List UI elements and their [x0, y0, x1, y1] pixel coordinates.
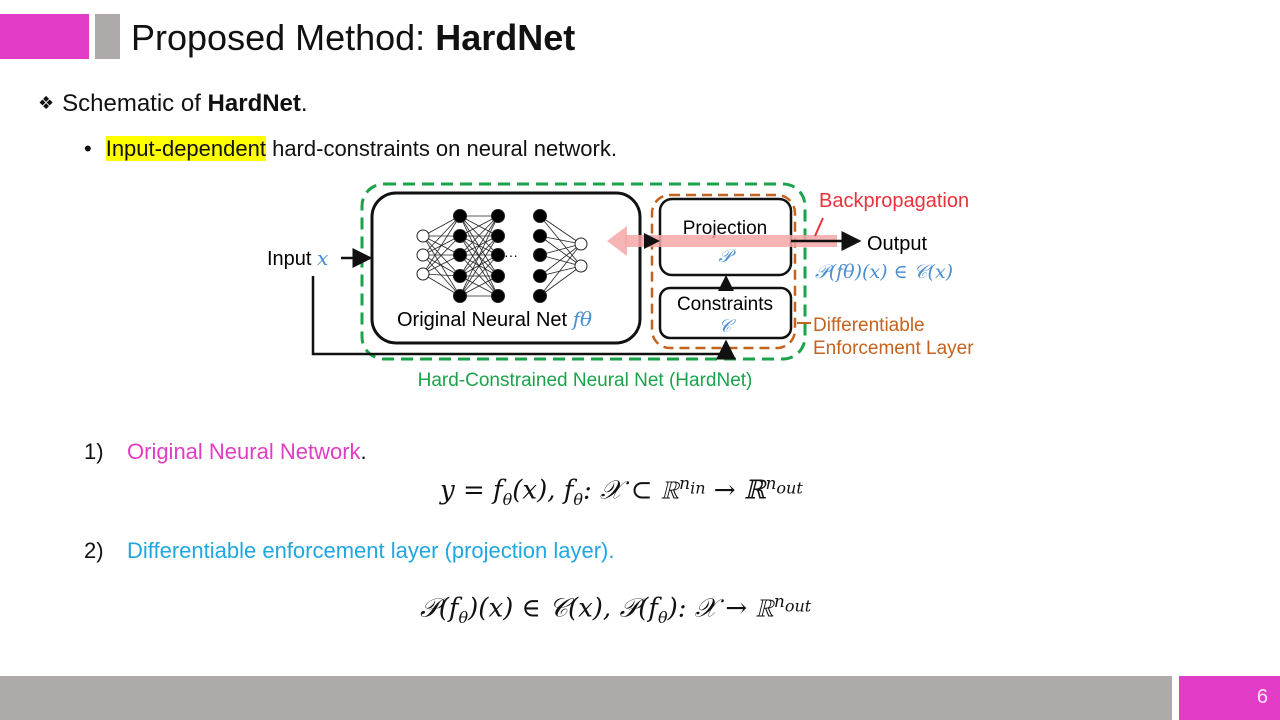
nn-hidden-node	[453, 248, 467, 262]
nn-edge	[539, 243, 582, 256]
nn-edge	[459, 215, 499, 277]
nn-edge	[422, 235, 461, 275]
title-bold: HardNet	[435, 17, 576, 58]
nn-edge	[539, 215, 582, 245]
nn-label: Original Neural Net fθ	[397, 307, 592, 331]
nn-var: fθ	[571, 307, 592, 331]
neural-net-graph	[416, 209, 588, 303]
nn-hidden-node	[533, 289, 547, 303]
nn-hidden-node	[533, 229, 547, 243]
nn-edge	[422, 215, 461, 256]
input-skip-connection	[311, 276, 736, 360]
nn-edge	[539, 265, 582, 297]
nn-edge	[459, 235, 499, 297]
nn-hidden-node	[533, 269, 547, 283]
nn-edge	[539, 265, 582, 277]
nn-io-node	[416, 248, 430, 262]
nn-edge	[422, 254, 461, 297]
nn-hidden-node	[453, 209, 467, 223]
item-label: Original Neural Network	[127, 439, 361, 464]
output-formula: 𝒫(fθ)(x) ∈ 𝒞(x)	[815, 261, 953, 283]
nn-hidden-node	[453, 289, 467, 303]
nn-hidden-node	[453, 229, 467, 243]
nn-io-node	[416, 267, 430, 281]
input-label-text: Input	[267, 248, 312, 270]
hardnet-label: Hard-Constrained Neural Net (HardNet)	[418, 370, 753, 391]
projection-label: Projection	[683, 218, 768, 239]
nn-edge	[422, 215, 461, 237]
nn-hidden-node	[491, 269, 505, 283]
bullet-text: hard-constraints on neural network.	[265, 136, 617, 161]
diamond-bullet-icon: ❖	[38, 93, 55, 113]
constraints-label: Constraints	[677, 294, 773, 315]
page-number: 6	[1256, 686, 1268, 708]
nn-label-text: Original Neural Net	[397, 309, 568, 331]
nn-edge	[539, 243, 582, 277]
nn-io-node	[574, 237, 588, 251]
list-item-original-nn: 1) Original Neural Network.	[84, 438, 367, 466]
neural-net-box	[370, 191, 642, 345]
enforcement-label-line1: Differentiable	[813, 315, 925, 336]
bullet-bold-text: HardNet	[207, 90, 301, 117]
nn-hidden-node	[491, 229, 505, 243]
footer-bar	[0, 676, 1172, 720]
backprop-label: Backpropagation	[819, 190, 969, 212]
nn-hidden-node	[491, 289, 505, 303]
bullet-schematic: ❖ Schematic of HardNet.	[38, 88, 308, 119]
hardnet-boundary	[360, 182, 807, 361]
nn-edge	[422, 235, 461, 297]
nn-edge	[422, 235, 461, 277]
equation-nn: y = fθ(x), fθ: 𝒳 ⊂ ℝnin → ℝnout	[440, 474, 803, 509]
nn-edge	[539, 235, 582, 267]
nn-hidden-node	[453, 269, 467, 283]
equation-projection: 𝒫(fθ)(x) ∈ 𝒞(x), 𝒫(fθ): 𝒳 → ℝnout	[420, 592, 812, 627]
nn-edge	[422, 273, 461, 297]
output-label: Output	[867, 233, 927, 255]
slide-title: Proposed Method: HardNet	[131, 15, 575, 61]
input-label: Input x	[267, 246, 328, 270]
header-accent-block	[0, 14, 89, 59]
backprop-arrowhead	[607, 226, 627, 256]
nn-edge	[459, 215, 499, 297]
highlighted-text: Input-dependent	[105, 136, 266, 161]
header-gray-block	[95, 14, 120, 59]
title-prefix: Proposed Method:	[131, 17, 436, 58]
nn-hidden-node	[491, 209, 505, 223]
nn-hidden-node	[533, 248, 547, 262]
item-label: Differentiable enforcement layer (projec…	[127, 538, 615, 563]
footer-page-box: 6	[1179, 676, 1280, 720]
nn-edge	[539, 243, 582, 297]
input-var: x	[317, 246, 328, 270]
bullet-text: Schematic of	[62, 90, 208, 117]
item-number: 1)	[84, 439, 104, 464]
enforcement-layer-boundary	[650, 193, 797, 350]
backprop-band	[625, 235, 837, 247]
item-number: 2)	[84, 538, 104, 563]
bullet-input-dependent: • Input-dependent hard-constraints on neu…	[84, 135, 617, 163]
nn-io-node	[416, 229, 430, 243]
nn-edge	[459, 275, 499, 297]
nn-hidden-node	[533, 209, 547, 223]
nn-edge	[422, 254, 461, 277]
ellipsis-text: ···	[504, 247, 518, 263]
nn-edge	[422, 215, 461, 275]
nn-io-node	[574, 259, 588, 273]
item-suffix: .	[360, 439, 367, 464]
list-item-enforcement: 2) Differentiable enforcement layer (proj…	[84, 537, 615, 565]
nn-edge	[459, 215, 499, 256]
bullet-suffix: .	[300, 90, 308, 117]
hardnet-diagram: ··· Original Neural Net fθ Projection 𝒫 …	[267, 182, 974, 391]
nn-hidden-node	[491, 248, 505, 262]
dot-bullet-icon: •	[84, 136, 92, 161]
backprop-pointer	[814, 217, 824, 237]
nn-edge	[459, 254, 499, 297]
enforcement-label-line2: Enforcement Layer	[813, 338, 974, 359]
nn-edge	[539, 215, 582, 267]
nn-edge	[459, 215, 499, 237]
